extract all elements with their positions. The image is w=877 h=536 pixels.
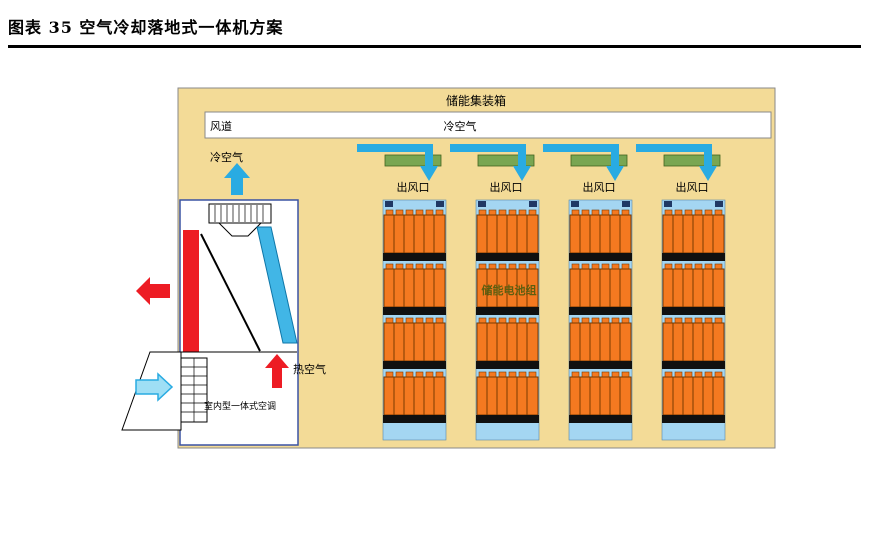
hot-air-label: 热空气 (293, 362, 326, 376)
cold-air-label-left: 冷空气 (210, 150, 243, 164)
container-label: 储能集装箱 (446, 93, 506, 108)
figure-title: 图表 35 空气冷却落地式一体机方案 (8, 18, 284, 37)
outlet-label: 出风口 (397, 180, 430, 194)
hot-air-up-arrow (265, 354, 289, 388)
outlet-label: 出风口 (583, 180, 616, 194)
cold-air-up-arrow (224, 163, 250, 195)
figure-header: 图表 35 空气冷却落地式一体机方案 (8, 14, 861, 48)
evaporator-cyan-bar (256, 226, 298, 344)
duct-label: 风道 (210, 119, 232, 133)
air-duct (204, 111, 772, 139)
cold-air-label-duct: 冷空气 (444, 119, 477, 133)
battery-rack-column (662, 200, 725, 440)
baffle-line (200, 233, 261, 352)
condenser-red-bar (183, 230, 199, 352)
ac-unit-label: 室内型一体式空调 (204, 400, 276, 412)
battery-group-label: 储能电池组 (482, 283, 537, 297)
intake-fan-icon (180, 357, 208, 423)
outlet-label: 出风口 (676, 180, 709, 194)
battery-rack-column (383, 200, 446, 440)
battery-rack-column (476, 200, 539, 440)
ac-fan-icon (208, 203, 272, 237)
battery-rack-column (569, 200, 632, 440)
intake-cyan-arrow (135, 372, 174, 402)
outlet-label: 出风口 (490, 180, 523, 194)
exhaust-left-arrow (136, 277, 170, 305)
